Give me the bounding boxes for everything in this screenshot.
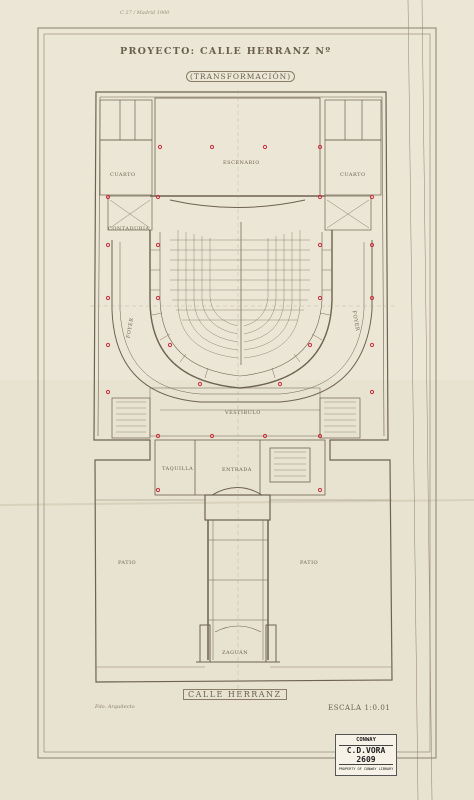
left-wing xyxy=(99,99,153,231)
room-label-taquilla: TAQUILLA xyxy=(162,466,194,472)
side-courtyards xyxy=(96,499,392,668)
stage-area xyxy=(150,97,325,208)
entrance-passage xyxy=(196,520,280,663)
corner-annotation: C 27 / Madrid 1900 xyxy=(120,10,170,16)
foyer-stairs xyxy=(111,387,361,439)
room-label-contaduria: CONTADURÍA xyxy=(108,226,150,232)
vestibule xyxy=(154,439,326,521)
room-label-cuarto-right: CUARTO xyxy=(340,172,366,178)
signature-note: Fdo. Arquitecto xyxy=(95,704,135,710)
room-label-zaguan: ZAGUÁN xyxy=(222,650,249,656)
sheet-border xyxy=(37,0,437,800)
room-label-patio-left: PATIO xyxy=(118,560,137,566)
boxes-ring xyxy=(150,249,332,379)
room-label-entrada: ENTRADA xyxy=(222,467,252,473)
scale-label: ESCALA 1:0.01 xyxy=(328,704,391,712)
street-label: CALLE HERRANZ xyxy=(183,689,287,700)
stamp-line-3: PROPERTY OF CONWAY LIBRARY xyxy=(338,767,394,771)
column-markers xyxy=(105,144,375,493)
library-stamp: CONWAY C.D.VORA 2609 PROPERTY OF CONWAY … xyxy=(335,734,397,776)
room-label-vestibulo: VESTÍBULO xyxy=(225,410,261,416)
right-wing xyxy=(324,99,382,231)
paper-fold xyxy=(0,499,474,506)
room-label-patio-right: PATIO xyxy=(300,560,319,566)
room-label-escenario: ESCENARIO xyxy=(223,160,260,166)
room-label-cuarto-left: CUARTO xyxy=(110,172,136,178)
stamp-line-1: CONWAY xyxy=(356,737,376,743)
construction-lines xyxy=(90,90,395,690)
stamp-line-2: C.D.VORA 2609 xyxy=(339,745,393,765)
drawing-subtitle: (TRANSFORMACIÓN) xyxy=(186,71,296,82)
stalls-seating xyxy=(170,222,310,365)
drawing-title: PROYECTO: CALLE HERRANZ Nº xyxy=(120,46,332,57)
